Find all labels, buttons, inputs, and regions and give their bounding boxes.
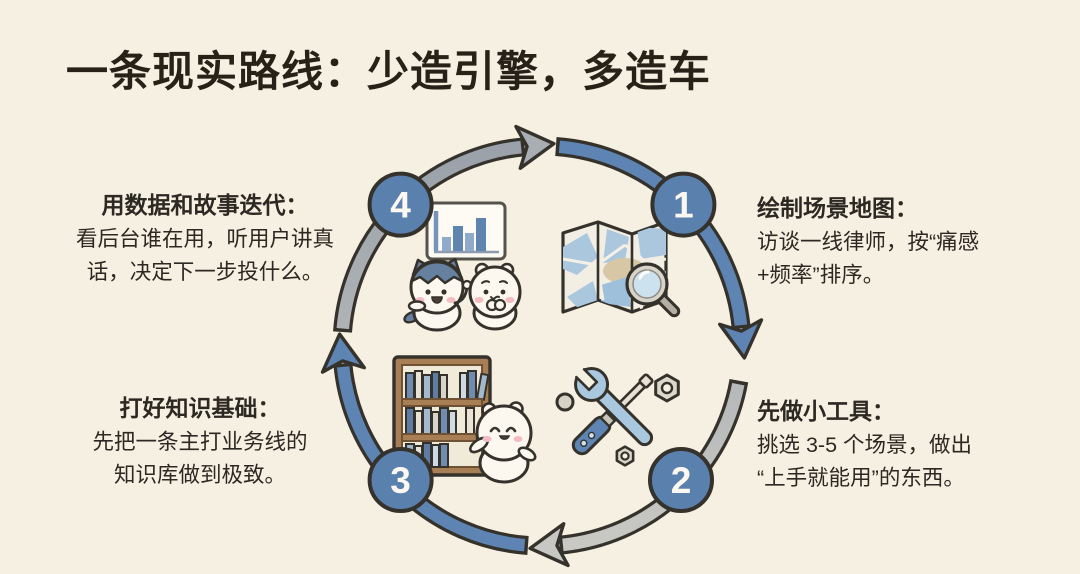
step-3-node: 3 — [367, 447, 434, 513]
step-3-number: 3 — [390, 460, 411, 501]
arrowhead-top-icon — [514, 124, 556, 170]
wrench-icon — [569, 362, 654, 447]
step-4-number: 4 — [390, 185, 411, 226]
step-3-text-block: 打好知识基础： 先把一条主打业务线的 知识库做到极致。 — [58, 391, 342, 492]
step-3-heading: 打好知识基础： — [119, 395, 281, 421]
step-2-body: 挑选 3-5 个场景，做出 “上手就能用”的东西。 — [757, 433, 973, 490]
cat-character-icon — [403, 257, 473, 332]
step-2-node: 2 — [648, 447, 714, 513]
step-1-heading: 绘制场景地图： — [757, 195, 918, 221]
arrowhead-left-icon — [320, 332, 366, 374]
step-2-heading: 先做小工具： — [757, 398, 895, 424]
bar-chart-with-characters-icon — [403, 201, 522, 332]
crossed-tools-icon — [555, 362, 680, 467]
step-2-number: 2 — [671, 460, 692, 501]
arrowhead-bottom-icon — [528, 522, 570, 568]
page-title: 一条现实路线：少造引擎，多造车 — [66, 48, 712, 95]
step-1-body: 访谈一线律师，按“痛感 +频率”排序。 — [757, 230, 980, 287]
step-1-number: 1 — [673, 185, 694, 226]
step-4-body: 看后台谁在用，听用户讲真 话，决定下一步投什么。 — [75, 227, 334, 284]
step-3-body: 先把一条主打业务线的 知识库做到极致。 — [92, 430, 308, 487]
step-4-heading: 用数据和故事迭代： — [101, 192, 309, 218]
step-4-node: 4 — [367, 171, 434, 238]
hex-nut-small-icon — [615, 445, 635, 467]
arrowhead-right-icon — [718, 318, 764, 360]
step-1-text-block: 绘制场景地图： 访谈一线律师，按“痛感 +频率”排序。 — [757, 191, 1047, 292]
chart-bars — [442, 218, 486, 251]
books-row-1 — [405, 370, 490, 401]
hamster-character-icon — [469, 401, 537, 484]
bolt-icon — [555, 392, 575, 412]
map-with-magnifier-icon — [561, 220, 681, 318]
step-2-text-block: 先做小工具： 挑选 3-5 个场景，做出 “上手就能用”的东西。 — [757, 394, 1047, 495]
step-4-text-block: 用数据和故事迭代： 看后台谁在用，听用户讲真 话，决定下一步投什么。 — [58, 188, 352, 289]
worried-hamster-icon — [468, 262, 522, 331]
hex-nut-icon — [654, 373, 680, 403]
magnifier-icon — [625, 262, 681, 318]
step-1-node: 1 — [650, 171, 717, 238]
